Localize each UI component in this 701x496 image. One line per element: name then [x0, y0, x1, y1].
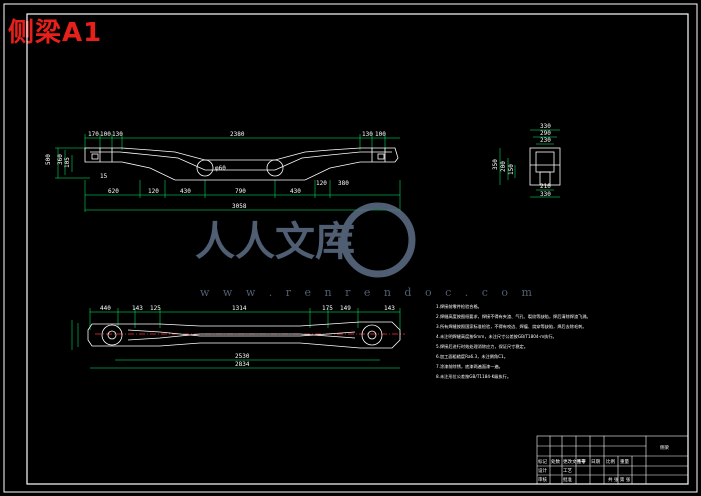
note-6: 6.加工面粗糙度Ra6.3，未注倒角C1。 — [436, 353, 508, 360]
inner-frame — [26, 13, 689, 485]
tb-label9: 批准 — [563, 476, 572, 483]
side-dim-h2: 200 — [500, 161, 507, 172]
bdim-l3: 125 — [150, 305, 161, 312]
note-4: 4.未注明焊缝高度按6mm，未注尺寸公差按GB/T1804-m执行。 — [436, 333, 557, 340]
dim-hole: φ60 — [215, 165, 226, 172]
bdim-r1: 175 — [322, 305, 333, 312]
top-view: 170 100 130 2380 130 100 φ60 500 360 105… — [45, 131, 401, 212]
dim-left-h2: 360 — [57, 154, 64, 165]
tb-part-name: 侧梁 — [660, 444, 669, 451]
bdim-inner: 2530 — [235, 353, 250, 360]
tb-label3: 更改文件号 — [563, 458, 586, 465]
bdim-r3: 143 — [384, 305, 395, 312]
bdim-mid: 1314 — [232, 305, 247, 312]
side-dim-w3: 230 — [540, 137, 551, 144]
note-7: 7.涂漆前除锈，底漆两遍面漆一遍。 — [436, 363, 503, 370]
bdim-r2: 149 — [340, 305, 351, 312]
bdim-l2: 143 — [132, 305, 143, 312]
tb-label7: 审核 — [538, 476, 547, 483]
tb-scale: 比例 — [606, 458, 615, 465]
drawing-title: 侧梁A1 — [8, 18, 103, 48]
dim-seg6: 120 — [316, 180, 327, 187]
bdim-total: 2834 — [235, 361, 250, 368]
dim-top-left2: 100 — [100, 131, 111, 138]
note-5: 5.焊接后进行时效处理消除应力，保证尺寸稳定。 — [436, 343, 528, 350]
side-dim-b2: 330 — [540, 191, 551, 198]
bottom-view: 440 143 125 1314 175 149 143 2530 2834 — [71, 305, 405, 369]
tb-label4: 签字 — [577, 458, 586, 465]
tb-label6: 设计 — [538, 467, 547, 474]
tb-label8: 工艺 — [563, 468, 572, 474]
technical-notes: 1.焊接前零件检验合格。 2.焊缝高度按图纸要求，焊接不得有夹渣、气孔、裂纹等缺… — [436, 303, 591, 380]
dim-seg5: 430 — [290, 188, 301, 195]
watermark-url: w w w . r e n r e n d o c . c o m — [200, 286, 537, 299]
tb-weight: 重量 — [620, 458, 629, 465]
dim-left-h3: 105 — [64, 157, 71, 168]
dim-total: 3058 — [232, 203, 247, 210]
note-2: 2.焊缝高度按图纸要求，焊接不得有夹渣、气孔、裂纹等缺陷，焊后清除焊渣飞溅。 — [436, 313, 591, 320]
dim-left-h4: 15 — [100, 173, 108, 180]
title-block: 标记 处数 更改文件号 签字 日期 设计 审核 工艺 批准 比例 重量 共 张 … — [536, 435, 689, 485]
side-view: 330 290 230 350 200 150 210 330 — [492, 123, 561, 198]
dim-seg7: 380 — [338, 180, 349, 187]
bdim-l1: 440 — [100, 305, 111, 312]
side-dim-b1: 210 — [540, 183, 551, 190]
note-1: 1.焊接前零件检验合格。 — [436, 303, 482, 310]
dim-seg2: 120 — [148, 188, 159, 195]
watermark: 人人文库 w w w . r e n r e n d o c . c o m — [195, 202, 537, 299]
tb-label2: 处数 — [551, 458, 560, 465]
dim-top-right: 130 — [362, 131, 373, 138]
tb-sheet: 共 张 第 张 — [608, 476, 631, 483]
outer-frame — [3, 3, 698, 493]
dim-top-left3: 130 — [112, 131, 123, 138]
dim-seg1: 620 — [108, 188, 119, 195]
tb-label5: 日期 — [591, 459, 600, 465]
dim-left-h1: 500 — [45, 154, 52, 165]
side-dim-h1: 350 — [492, 159, 499, 170]
dim-seg4: 790 — [235, 188, 246, 195]
side-dim-w1: 330 — [540, 123, 551, 130]
watermark-text: 人人文库 — [195, 219, 355, 265]
dim-top-span: 2380 — [230, 131, 245, 138]
side-dim-h3: 150 — [508, 164, 515, 175]
side-dim-w2: 290 — [540, 130, 551, 137]
dim-top-right2: 100 — [375, 131, 386, 138]
dim-seg3: 430 — [180, 188, 191, 195]
note-8: 8.未注形位公差按GB/T1184-K级执行。 — [436, 373, 511, 380]
note-3: 3.所有焊缝按照国家标准检验，不得有咬边、焊瘤、烧穿等缺陷，焊后去除毛刺。 — [436, 323, 587, 330]
tb-label1: 标记 — [538, 458, 547, 465]
dim-top-left: 170 — [88, 131, 99, 138]
